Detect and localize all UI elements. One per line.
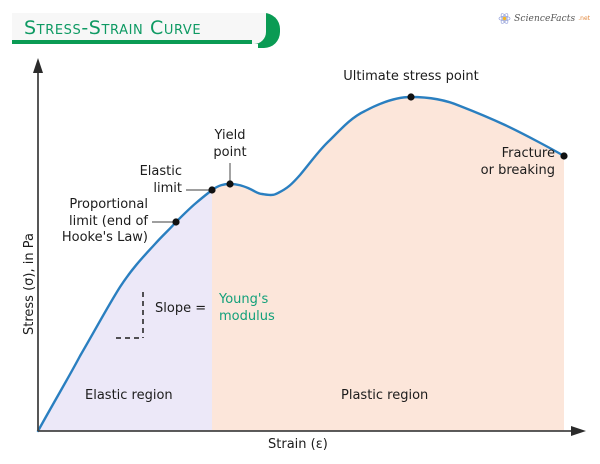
annotation-fracture: Fracture or breaking: [480, 146, 555, 178]
plastic-region-fill: [212, 97, 564, 431]
point-ultimate-stress: [407, 93, 415, 101]
atom-icon: [498, 13, 511, 24]
title-banner: [12, 13, 270, 44]
brand-name: ScienceFacts: [514, 13, 576, 24]
point-yield-point: [226, 180, 234, 188]
y-axis-arrow: [33, 58, 43, 73]
annotation-elastic-limit: Elastic limit: [139, 164, 182, 196]
annotation-yield-point: Yield point: [213, 128, 247, 160]
point-elastic-limit: [208, 186, 216, 194]
point-fracture: [560, 152, 568, 160]
elastic-region-fill: [38, 190, 212, 431]
title-banner-cap-inner: [252, 13, 266, 44]
y-axis-label: Stress (σ), in Pa: [22, 233, 37, 335]
elastic-region-label: Elastic region: [85, 388, 173, 403]
plastic-region-label: Plastic region: [341, 388, 429, 403]
x-axis-arrow: [571, 426, 586, 436]
annotation-ultimate-stress: Ultimate stress point: [343, 69, 479, 84]
x-axis-label: Strain (ε): [268, 437, 328, 452]
brand-tld: .net: [578, 15, 590, 22]
annotation-proportional-limit: Proportional limit (end of Hooke's Law): [61, 197, 148, 246]
youngs-modulus-label: Young's modulus: [219, 292, 275, 324]
brand-logo: ScienceFacts .net: [498, 12, 590, 25]
page-title: Stress-Strain Curve: [24, 17, 202, 39]
slope-label: Slope =: [155, 301, 207, 316]
point-proportional-limit: [172, 218, 180, 226]
stress-strain-curve: [36, 95, 566, 433]
